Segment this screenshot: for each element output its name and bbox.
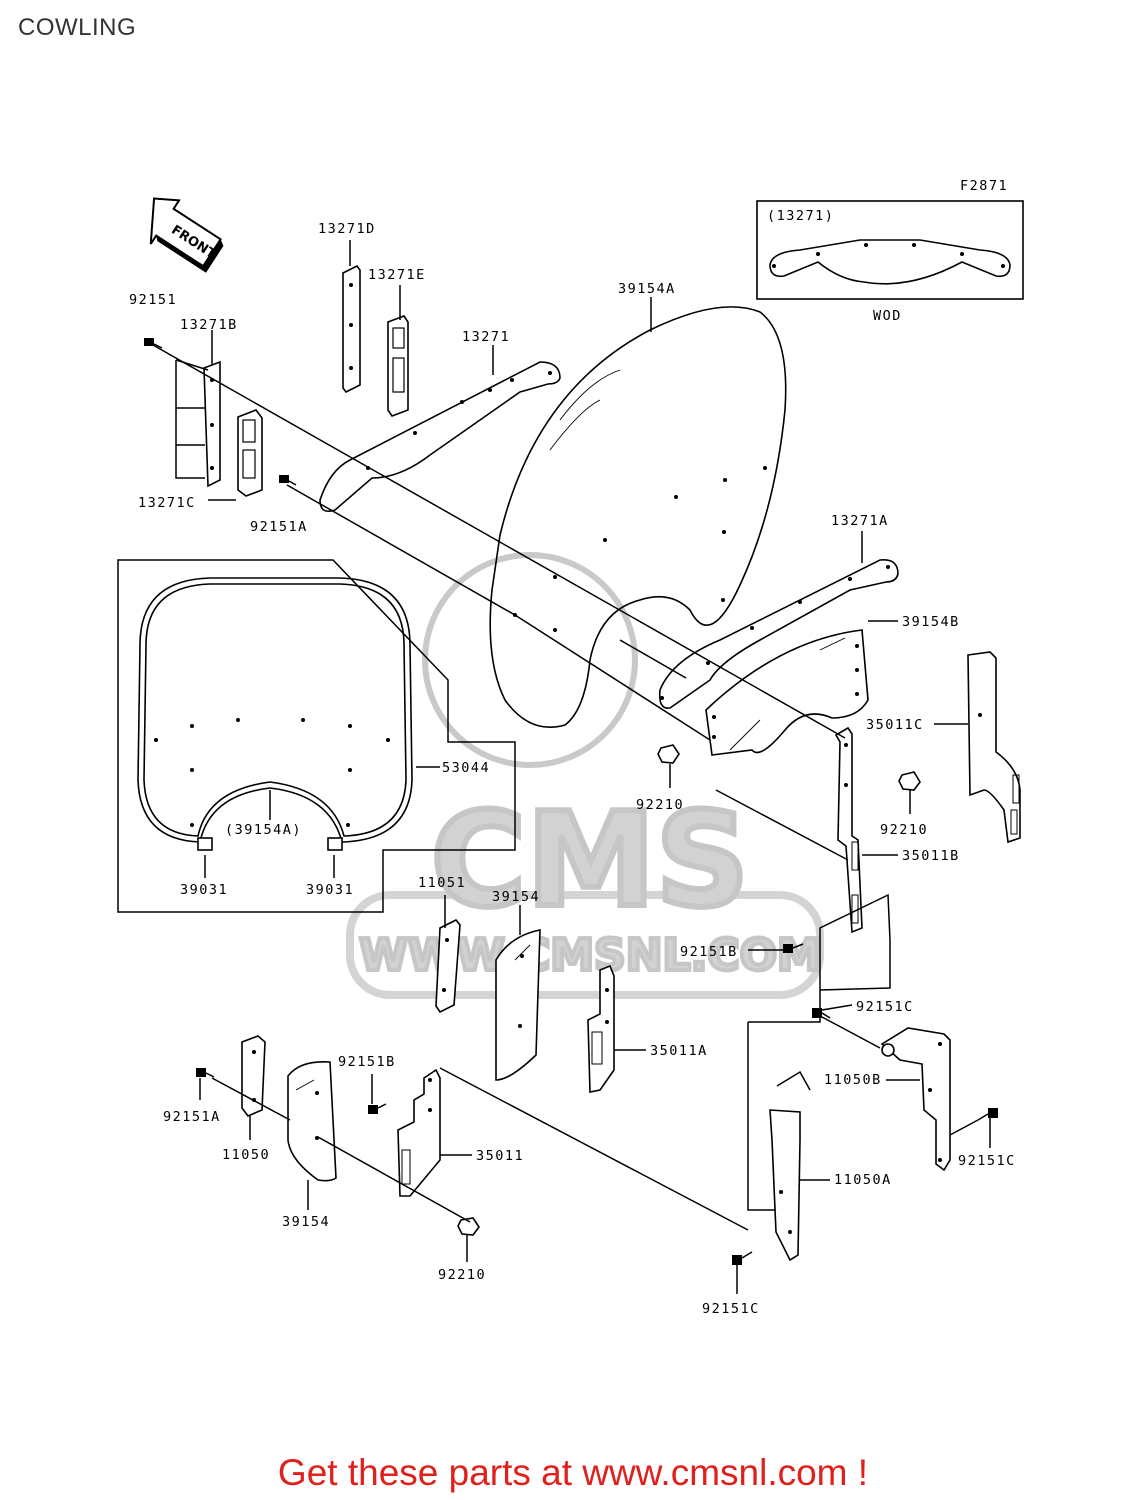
nut-92210-c [457, 1217, 480, 1236]
label-13271A: 13271A [831, 513, 889, 529]
bracket-13271C [237, 409, 263, 497]
label-53044: 53044 [442, 760, 490, 776]
label-92151B-right: 92151B [680, 944, 738, 960]
bolt-92151C-right [977, 1108, 998, 1121]
nut-92210-b [898, 771, 921, 791]
label-92151-top: 92151 [129, 292, 177, 308]
label-92210-a: 92210 [636, 797, 684, 813]
label-92210-c: 92210 [438, 1267, 486, 1283]
stay-35011B [834, 726, 863, 934]
label-13271C: 13271C [138, 495, 196, 511]
label-35011A: 35011A [650, 1043, 708, 1059]
nut-92210-a [657, 744, 680, 764]
label-11050: 11050 [222, 1147, 270, 1163]
bolt-92151A-low [196, 1068, 215, 1078]
bracket-13271B [203, 360, 221, 488]
inset-bracket-shape [769, 239, 1011, 285]
label-39154-mid: 39154 [492, 889, 540, 905]
bracket-11050B [880, 1027, 951, 1172]
bracket-13271D [342, 264, 361, 394]
mount-group-box [748, 893, 891, 1023]
bracket-11050A [769, 1109, 801, 1262]
label-13271D: 13271D [318, 221, 376, 237]
inset-ref: (13271) [767, 208, 834, 224]
label-13271E: 13271E [368, 267, 426, 283]
label-35011C: 35011C [866, 717, 924, 733]
label-39154A: 39154A [618, 281, 676, 297]
label-92151C-right: 92151C [958, 1153, 1016, 1169]
deflector-39154-low [287, 1060, 337, 1182]
label-39154A-paren: (39154A) [225, 822, 302, 838]
watermark-site: WWW.CMSNL.COM [359, 930, 821, 981]
label-11050B: 11050B [824, 1072, 882, 1088]
stay-35011 [397, 1068, 441, 1197]
watermark: CMS WWW.CMSNL.COM [346, 552, 824, 999]
label-35011: 35011 [476, 1148, 524, 1164]
label-39154-low: 39154 [282, 1214, 330, 1230]
bolt-92151C-low [732, 1251, 753, 1265]
watermark-brand: CMS [431, 784, 749, 936]
label-39154B: 39154B [902, 614, 960, 630]
label-13271B: 13271B [180, 317, 238, 333]
trim-13271A [658, 558, 899, 709]
part-labels: 13271D 13271E 92151 13271B 13271 39154A … [129, 221, 1016, 1317]
bolt-92151A-top [279, 475, 297, 486]
label-35011B: 35011B [902, 848, 960, 864]
inset-caption: WOD [873, 308, 902, 324]
deflector-39154-mid [495, 929, 541, 1081]
front-arrow: FRONT [149, 197, 224, 273]
deflector-11051 [435, 918, 461, 1014]
stay-35011C [967, 651, 1021, 844]
parts-diagram: CMS WWW.CMSNL.COM F2871 (13271) WOD FRON… [117, 178, 1024, 1317]
label-92151C-top: 92151C [856, 999, 914, 1015]
inset-box [756, 200, 1024, 300]
figure-code: F2871 [960, 178, 1008, 194]
bolt-92151C-top [812, 1008, 831, 1019]
bolt-92151B-left [368, 1103, 387, 1114]
label-92151C-low: 92151C [702, 1301, 760, 1317]
leader-lines [152, 240, 991, 1294]
label-11050A: 11050A [834, 1172, 892, 1188]
label-11051: 11051 [418, 875, 466, 891]
bracket-13271E [387, 315, 409, 417]
label-39031-a: 39031 [180, 882, 228, 898]
bracket-11050 [241, 1035, 266, 1117]
seal-53044 [137, 577, 413, 851]
page-title: COWLING [18, 14, 137, 41]
seal-group-box [117, 559, 516, 913]
label-92151A-top: 92151A [250, 519, 308, 535]
footer-cta-link[interactable]: Get these parts at www.cmsnl.com ! [277, 1452, 869, 1493]
label-39031-b: 39031 [306, 882, 354, 898]
panel-39154B [705, 629, 869, 756]
label-92151B-left: 92151B [338, 1054, 396, 1070]
label-92151A-low: 92151A [163, 1109, 221, 1125]
label-13271: 13271 [462, 329, 510, 345]
stay-35011A [587, 964, 615, 1093]
windshield-39154A [489, 306, 787, 729]
label-92210-b: 92210 [880, 822, 928, 838]
bolt-92151B-right [783, 943, 804, 953]
bolt-92151 [144, 338, 163, 349]
